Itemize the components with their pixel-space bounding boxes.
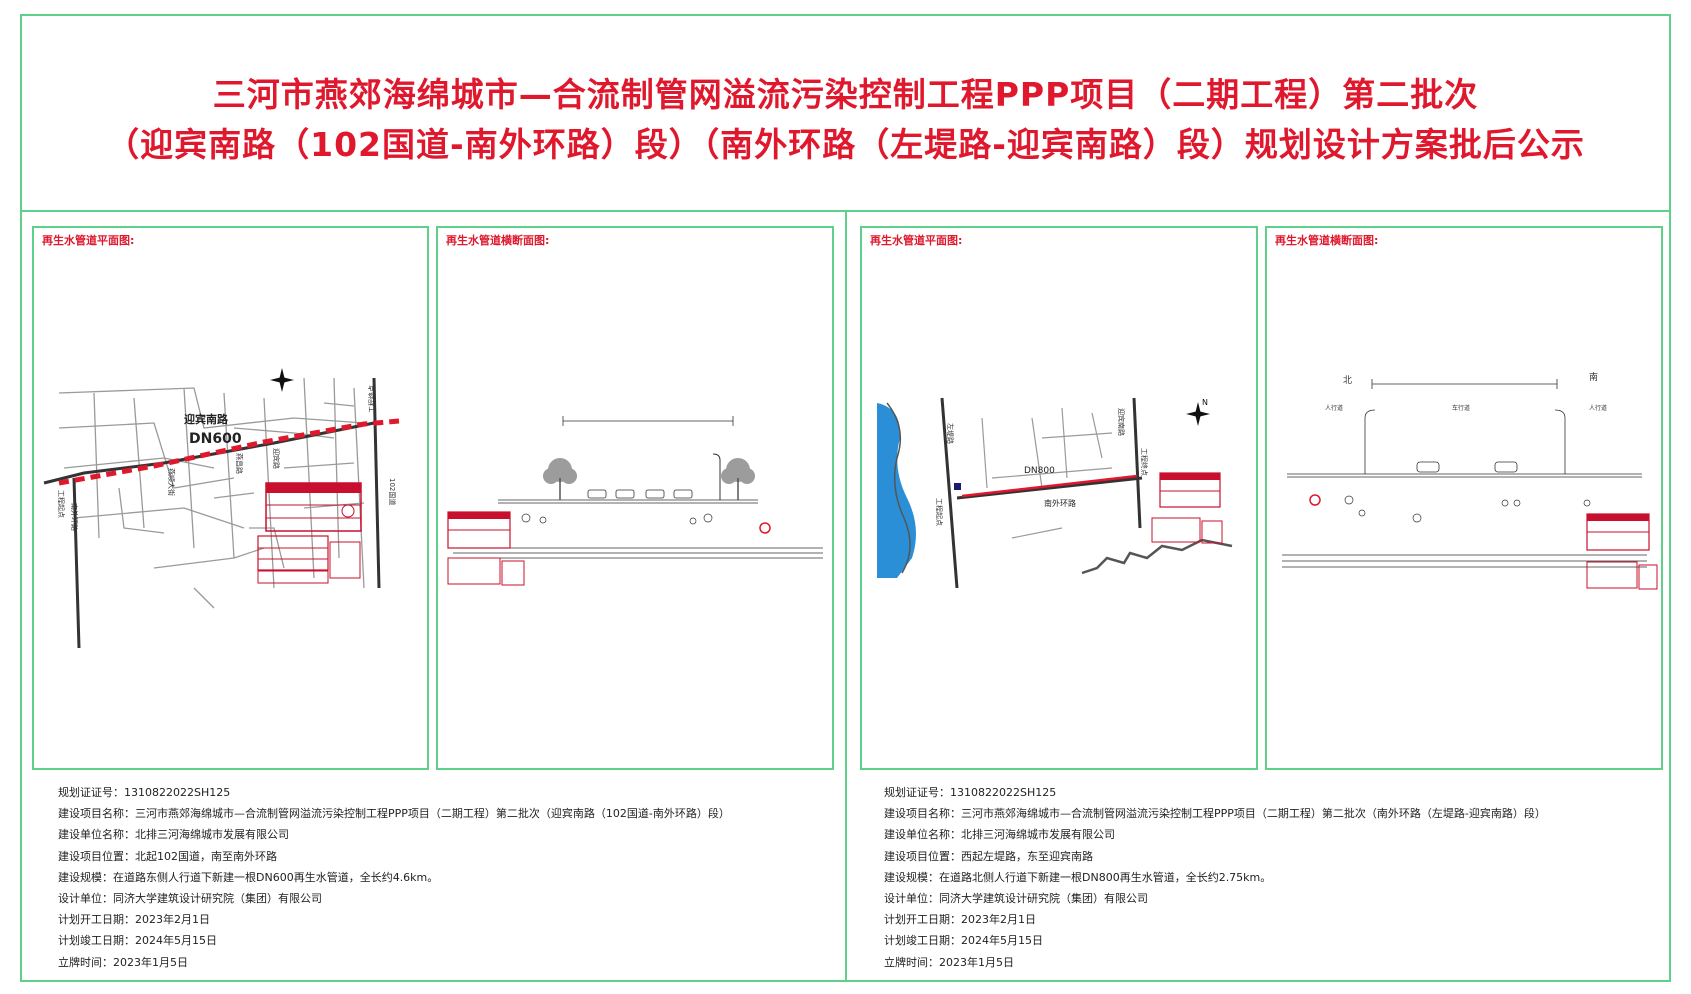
design-unit: 设计单位：同济大学建筑设计研究院（集团）有限公司 xyxy=(58,892,322,906)
design-seal-stamp xyxy=(257,535,361,584)
north-arrow-icon xyxy=(270,368,294,392)
project-location: 建设项目位置：北起102国道，南至南外环路 xyxy=(58,849,277,863)
svg-text:N: N xyxy=(1202,398,1208,407)
signboard-date: 立牌时间：2023年1月5日 xyxy=(884,955,1014,969)
planned-completion-date: 计划竣工日期：2024年5月15日 xyxy=(58,934,217,948)
approval-stamp xyxy=(1586,513,1658,590)
left-plan-panel: 再生水管道平面图: xyxy=(32,226,429,770)
middle-separator xyxy=(845,210,847,982)
permit-number: 规划证证号：1310822022SH125 xyxy=(58,786,231,799)
map-road-label: 南外环路 xyxy=(1044,498,1076,508)
approval-stamp xyxy=(265,482,362,532)
left-plan-map: 迎宾南路 DN600 工程起点 南外环路 工程终点 102国道 燕顺大街 燕昌路… xyxy=(43,368,400,649)
project-name: 建设项目名称：三河市燕郊海绵城市—合流制管网溢流污染控制工程PPP项目（二期工程… xyxy=(58,807,730,821)
left-section-label: 再生水管道横断面图: xyxy=(446,234,550,247)
right-project-info: 规划证证号：1310822022SH125 建设项目名称：三河市燕郊海绵城市—合… xyxy=(884,782,1546,973)
project-location: 建设项目位置：西起左堤路，东至迎宾南路 xyxy=(884,849,1093,863)
north-label: 北 xyxy=(1343,375,1352,386)
svg-text:工程终点: 工程终点 xyxy=(1140,448,1149,476)
svg-text:工程终点: 工程终点 xyxy=(367,385,376,413)
project-scale: 建设规模：在道路东侧人行道下新建一根DN600再生水管道，全长约4.6km。 xyxy=(58,870,439,884)
planned-start-date: 计划开工日期：2023年2月1日 xyxy=(884,913,1036,927)
approval-stamp xyxy=(447,511,525,586)
right-plan-label: 再生水管道平面图: xyxy=(870,234,963,247)
svg-text:人行道: 人行道 xyxy=(1589,404,1607,412)
left-cross-section-drawing xyxy=(447,416,823,586)
right-plan-panel: 再生水管道平面图: DN800 南外环路 左堤路 迎宾南路 工程起点 工程终点 xyxy=(860,226,1258,770)
dn800-pipe-route xyxy=(961,474,1138,498)
developer-name: 建设单位名称：北排三河海绵城市发展有限公司 xyxy=(58,828,289,842)
left-plan-label: 再生水管道平面图: xyxy=(42,234,135,247)
svg-text:车行道: 车行道 xyxy=(1452,404,1470,412)
svg-text:工程起点: 工程起点 xyxy=(57,490,66,518)
approval-stamp xyxy=(1151,472,1223,544)
page-title-line-2: （迎宾南路（102国道-南外环路）段）（南外环路（左堤路-迎宾南路）段）规划设计… xyxy=(106,125,1585,164)
svg-text:左堤路: 左堤路 xyxy=(946,423,955,444)
svg-text:燕昌路: 燕昌路 xyxy=(235,453,244,474)
svg-text:迎宾南路: 迎宾南路 xyxy=(1117,408,1126,436)
river-shape xyxy=(877,403,916,578)
svg-text:燕顺大街: 燕顺大街 xyxy=(167,468,176,496)
page-title-line-1: 三河市燕郊海绵城市—合流制管网溢流污染控制工程PPP项目（二期工程）第二批次 xyxy=(212,75,1479,114)
planned-completion-date: 计划竣工日期：2024年5月15日 xyxy=(884,934,1043,948)
svg-text:南外环路: 南外环路 xyxy=(70,503,79,531)
developer-name: 建设单位名称：北排三河海绵城市发展有限公司 xyxy=(884,828,1115,842)
dn600-pipe-route xyxy=(58,418,400,486)
signboard-date: 立牌时间：2023年1月5日 xyxy=(58,955,188,969)
right-section-panel: 再生水管道横断面图: 北 南 人行道 车行道 人行道 xyxy=(1265,226,1663,770)
left-project-info: 规划证证号：1310822022SH125 建设项目名称：三河市燕郊海绵城市—合… xyxy=(58,782,730,973)
map-pipe-label: DN600 xyxy=(189,431,242,447)
north-arrow-icon: N xyxy=(1186,398,1210,426)
map-road-label: 迎宾南路 xyxy=(184,412,229,426)
project-scale: 建设规模：在道路北侧人行道下新建一根DN800再生水管道，全长约2.75km。 xyxy=(884,870,1272,884)
svg-text:102国道: 102国道 xyxy=(388,478,397,505)
project-name: 建设项目名称：三河市燕郊海绵城市—合流制管网溢流污染控制工程PPP项目（二期工程… xyxy=(884,807,1546,821)
start-marker xyxy=(954,483,961,490)
left-section-panel: 再生水管道横断面图: xyxy=(436,226,834,770)
svg-text:迎宾路: 迎宾路 xyxy=(272,448,281,469)
svg-text:工程起点: 工程起点 xyxy=(935,498,944,526)
south-label: 南 xyxy=(1589,371,1598,383)
design-unit: 设计单位：同济大学建筑设计研究院（集团）有限公司 xyxy=(884,892,1148,906)
right-plan-map: DN800 南外环路 左堤路 迎宾南路 工程起点 工程终点 N xyxy=(877,397,1233,589)
map-pipe-label: DN800 xyxy=(1024,466,1055,476)
right-section-label: 再生水管道横断面图: xyxy=(1275,234,1379,247)
svg-text:人行道: 人行道 xyxy=(1325,404,1343,412)
right-cross-section-drawing: 北 南 人行道 车行道 人行道 xyxy=(1282,371,1658,590)
permit-number: 规划证证号：1310822022SH125 xyxy=(884,786,1057,799)
planned-start-date: 计划开工日期：2023年2月1日 xyxy=(58,913,210,927)
